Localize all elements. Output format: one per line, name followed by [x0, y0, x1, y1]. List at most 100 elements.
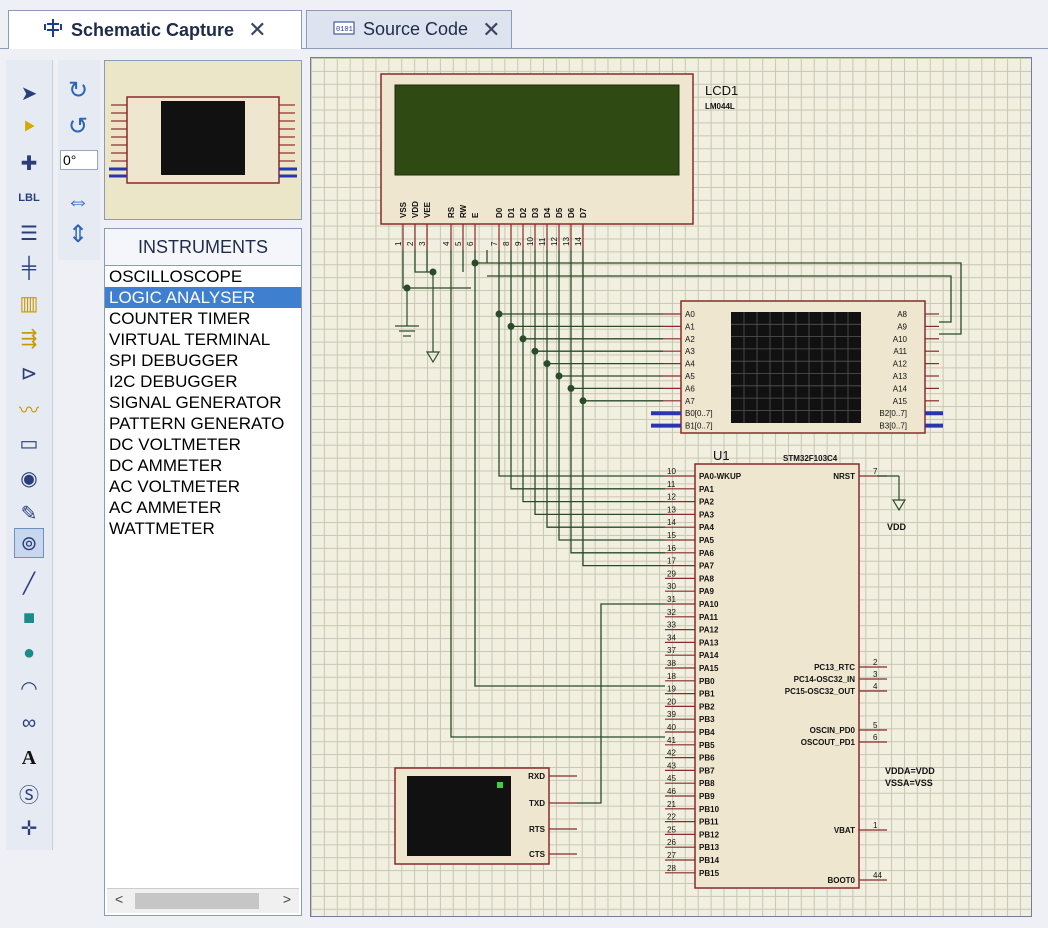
tab-source-code[interactable]: 0101 Source Code ✕	[306, 10, 512, 48]
mcu-pin-label: PA5	[699, 536, 715, 545]
generator-icon[interactable]: ◉	[20, 467, 38, 490]
analyser-pin-label: A2	[685, 335, 695, 344]
scroll-left-icon[interactable]: <	[115, 891, 124, 907]
analyser-pin-label: B0[0..7]	[685, 409, 713, 418]
mcu-pin-number: 3	[873, 670, 878, 679]
bus-icon[interactable]: ╪	[21, 256, 37, 279]
device-item[interactable]: LOGIC ANALYSER	[105, 287, 301, 308]
device-item[interactable]: COUNTER TIMER	[109, 309, 251, 328]
terminal-pin-label: RXD	[528, 772, 545, 781]
mcu-pin-label: PC15-OSC32_OUT	[785, 687, 855, 696]
device-item[interactable]: PATTERN GENERATO	[109, 414, 285, 433]
vdd-power-symbol	[877, 475, 907, 512]
mcu-pin-label: PB10	[699, 805, 720, 814]
probe-icon[interactable]: ✎	[20, 502, 38, 525]
select-arrow-icon[interactable]: ➤	[20, 82, 38, 105]
horizontal-scrollbar[interactable]: < >	[107, 888, 299, 913]
scroll-right-icon[interactable]: >	[282, 891, 291, 907]
lcd-ref: LCD1	[705, 83, 738, 98]
junction-icon[interactable]: ✚	[20, 152, 38, 175]
rotation-toolbar: ↻ ↺ 0° ⇔ ⇕	[58, 60, 100, 260]
mcu-pin-number: 45	[667, 774, 676, 783]
device-item[interactable]: SIGNAL GENERATOR	[109, 393, 282, 412]
mirror-horizontal-icon[interactable]: ⇔	[66, 188, 90, 215]
mcu-pin-label: PA1	[699, 485, 715, 494]
script-icon[interactable]: ☰	[20, 222, 38, 245]
text-icon[interactable]: A	[21, 746, 37, 769]
mcu-pin-label: PA8	[699, 574, 715, 583]
rotate-clockwise-icon[interactable]: ↻	[67, 76, 89, 104]
mode-toolbar: ➤ ⯈ ✚ LBL ☰ ╪ ▥ ⇶ ⊳ 〰 ▭ ◉ ✎ ⊚ ╱ ■ ● ◠ ∞ …	[6, 60, 53, 850]
mcu-pin-number: 19	[667, 685, 676, 694]
subcircuit-icon[interactable]: ▥	[19, 292, 39, 315]
device-list-header: INSTRUMENTS	[105, 229, 301, 266]
component-icon[interactable]: ⯈	[21, 116, 37, 139]
scrollbar-thumb[interactable]	[135, 893, 259, 909]
power-note-2: VSSA=VSS	[885, 778, 933, 788]
mcu-pin-label: PA7	[699, 562, 715, 571]
arc-icon[interactable]: ◠	[20, 677, 38, 700]
mcu-pin-label: PB14	[699, 856, 720, 865]
rotate-anticlockwise-icon[interactable]: ↺	[67, 112, 89, 140]
path-icon[interactable]: ∞	[21, 711, 37, 734]
mcu-pin-label: PA3	[699, 510, 715, 519]
symbol-icon[interactable]: Ⓢ	[19, 784, 39, 807]
close-icon[interactable]: ✕	[482, 16, 501, 42]
device-item[interactable]: DC AMMETER	[109, 456, 223, 475]
tape-icon[interactable]: ▭	[19, 432, 39, 455]
marker-icon[interactable]: ✛	[20, 817, 38, 840]
mcu-pin-number: 12	[667, 493, 676, 502]
tab-schematic-capture[interactable]: Schematic Capture ✕	[8, 10, 302, 49]
device-item[interactable]: OSCILLOSCOPE	[109, 267, 243, 286]
mirror-vertical-icon[interactable]: ⇕	[67, 220, 89, 248]
mcu-body[interactable]	[694, 463, 860, 889]
device-item[interactable]: DC VOLTMETER	[109, 435, 241, 454]
line-icon[interactable]: ╱	[22, 572, 36, 595]
mcu-pin-number: 6	[873, 733, 878, 742]
mcu-pin-label: PB9	[699, 792, 715, 801]
mcu-pin-label: PB8	[699, 779, 715, 788]
mcu-pin-number: 25	[667, 825, 676, 834]
mcu-pin-label: PB0	[699, 677, 715, 686]
lcd-pin-label: D3	[531, 207, 540, 218]
mcu-pin-number: 10	[667, 467, 676, 476]
mcu-pin-label: PA9	[699, 587, 715, 596]
pin-icon[interactable]: ⊳	[20, 362, 38, 385]
mcu-pin-number: 13	[667, 505, 676, 514]
lcd-pin-number: 6	[466, 241, 475, 246]
lcd-pin-label: VSS	[399, 201, 408, 218]
mcu-pin-label: PB6	[699, 754, 715, 763]
box-icon[interactable]: ■	[22, 606, 36, 629]
device-item[interactable]: I2C DEBUGGER	[109, 372, 238, 391]
analyser-pin-label: A11	[893, 347, 907, 356]
mcu-pin-number: 33	[667, 621, 676, 630]
mcu-pin-label: PA11	[699, 613, 719, 622]
graph-icon[interactable]: 〰	[19, 399, 39, 422]
mcu-pin-label: PB4	[699, 728, 715, 737]
close-icon[interactable]: ✕	[248, 17, 267, 42]
device-item[interactable]: AC AMMETER	[109, 498, 222, 517]
mcu-pin-number: 40	[667, 723, 676, 732]
instrument-icon[interactable]: ⊚	[14, 528, 44, 558]
mcu-pin-label: PA15	[699, 664, 719, 673]
device-item[interactable]: VIRTUAL TERMINAL	[109, 330, 271, 349]
circle-icon[interactable]: ●	[22, 641, 36, 664]
rotation-angle-field[interactable]: 0°	[60, 150, 98, 170]
component-preview	[104, 60, 302, 220]
terminal-icon[interactable]: ⇶	[20, 327, 38, 350]
analyser-pin-label: A7	[685, 397, 695, 406]
lcd-pin-number: 8	[502, 241, 511, 246]
device-item[interactable]: AC VOLTMETER	[109, 477, 240, 496]
label-icon[interactable]: LBL	[18, 192, 40, 204]
mcu-ref: U1	[713, 448, 730, 463]
device-item[interactable]: SPI DEBUGGER	[109, 351, 239, 370]
mcu-pin-label: PB3	[699, 715, 715, 724]
lcd-pin-number: 9	[514, 241, 523, 246]
mcu-pin-label: PB5	[699, 741, 715, 750]
mcu-pin-number: 34	[667, 633, 676, 642]
mcu-pin-number: 7	[873, 467, 878, 476]
mcu-pin-label: PA13	[699, 638, 719, 647]
device-item[interactable]: WATTMETER	[109, 519, 215, 538]
analyser-pin-label: A3	[685, 347, 695, 356]
